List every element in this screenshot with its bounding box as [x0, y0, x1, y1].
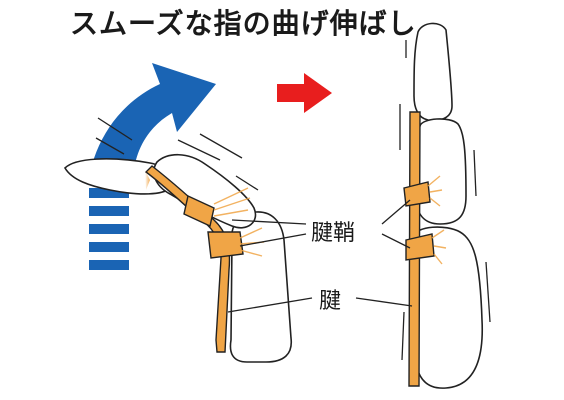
curved-arrow-icon: [89, 63, 216, 270]
diagram-title: スムーズな指の曲げ伸ばし: [70, 7, 417, 40]
tendon-sheath-left: [145, 170, 265, 259]
label-tendon: 腱: [319, 289, 342, 314]
straight-finger: [412, 22, 484, 389]
bent-finger: [63, 153, 293, 363]
label-tendon-sheath: 腱鞘: [311, 221, 356, 246]
label-leaders: [227, 199, 413, 313]
motion-lines-right: [399, 40, 491, 361]
motion-lines-left: [95, 117, 259, 191]
right-arrow-icon: [277, 73, 332, 113]
tendon-sheath-right: [403, 175, 447, 265]
